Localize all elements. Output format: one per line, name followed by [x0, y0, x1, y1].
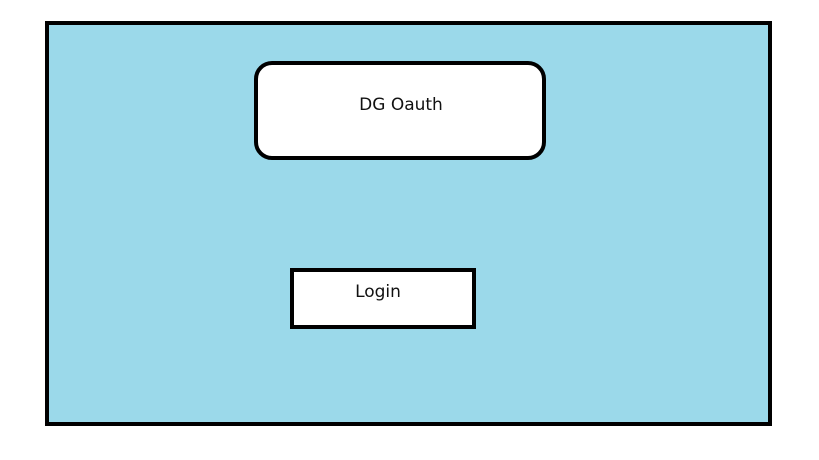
app-title-box: DG Oauth	[254, 61, 546, 160]
app-window: DG Oauth Login	[45, 21, 772, 426]
app-title: DG Oauth	[359, 94, 443, 115]
login-button[interactable]: Login	[290, 268, 476, 329]
login-button-label: Login	[355, 282, 401, 302]
